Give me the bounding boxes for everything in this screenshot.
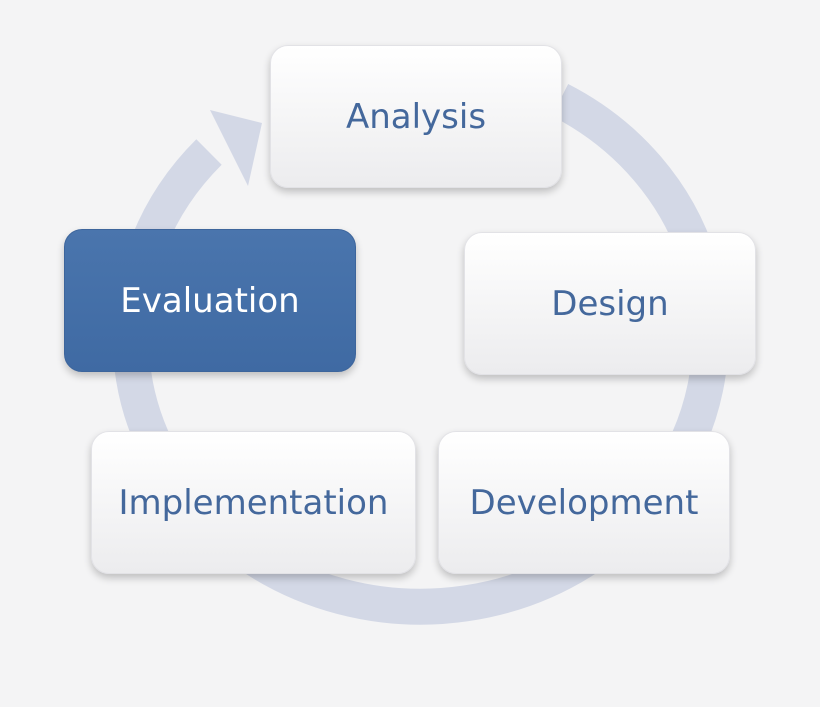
stage-implementation: Implementation	[91, 431, 416, 574]
stage-label: Development	[469, 482, 699, 523]
stage-design: Design	[464, 232, 756, 375]
cycle-arrow-icon	[210, 110, 262, 186]
stage-analysis: Analysis	[270, 45, 562, 188]
stage-evaluation: Evaluation	[64, 229, 356, 372]
stage-label: Design	[551, 283, 669, 324]
stage-development: Development	[438, 431, 730, 574]
stage-label: Analysis	[345, 96, 487, 137]
stage-label: Evaluation	[120, 280, 300, 321]
stage-label: Implementation	[118, 482, 389, 523]
